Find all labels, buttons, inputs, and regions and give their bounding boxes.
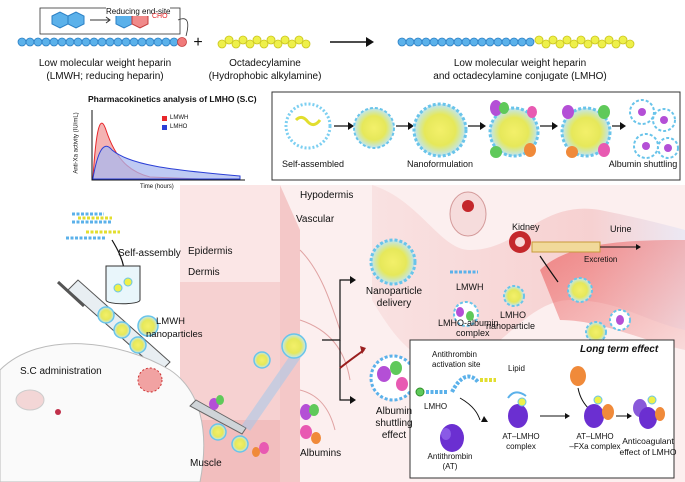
lmho-caption-1: Low molecular weight heparin [453,58,587,69]
arrow-right-icon [330,37,374,47]
long-term-box [409,339,675,479]
octadecylamine-chain [217,35,311,49]
at-lmho-label-1: AT–LMHO [502,432,540,441]
fxa-icon [570,366,586,386]
lmwh-caption-1: Low molecular weight heparin [38,58,172,69]
antithrombin-site-label-1: Antithrombin [432,350,477,359]
lipid-label: Lipid [508,364,525,373]
anticoagulant-label-1: Anticoagulant [622,436,674,446]
excretion-label: Excretion [584,255,618,264]
lmwh-nanoparticles-label-2: nanoparticles [146,329,203,340]
albumin-shuttling-label-2: shuttling [375,418,413,429]
plus-sign: + [193,34,203,51]
np-albumin-2 [560,105,612,158]
lmho-label: LMHO [424,402,448,411]
kidney-label: Kidney [512,222,540,232]
muscle-nanoparticles [209,333,307,457]
step-nanoformulation: Nanoformulation [406,159,474,169]
lmwh-nanoparticles-label-1: LMWH [156,316,186,327]
albumins-cluster [300,404,321,444]
anticoagulant-label-2: effect of LMHO [619,447,677,457]
pk-xlabel: Time (hours) [140,184,174,190]
muscle-label: Muscle [190,458,222,469]
np-self-assembled [284,102,332,150]
nanoparticle-delivery-np [369,238,417,286]
kidney-icon [509,231,641,253]
at-lmho-complex [507,391,528,428]
nanoparticle-delivery-label-1: Nanoparticle [365,286,423,297]
np-small [353,107,395,149]
long-term-effect-title: Long term effect [580,344,659,355]
dermis-label: Dermis [188,267,220,278]
step-albumin-shuttling: Albumin shuttling [608,159,678,169]
legend-swatch-lmwh [162,116,167,121]
lmho-nanoparticle-label-2: nanoparticle [486,321,536,331]
at-lmho-label-2: complex [506,442,536,451]
np-nanoformulation [412,102,468,158]
reducing-end-label: Reducing end-site [106,7,171,16]
human-figure [449,191,487,237]
lmwh-caption-2: (LMWH; reducing heparin) [46,71,164,82]
rat-illustration [0,343,205,482]
pk-chart [91,110,245,181]
nanoparticle-delivery-label-2: delivery [376,298,412,309]
at-lmho-fxa-label-2: –FXa complex [569,442,621,451]
lmwh-vascular-label: LMWH [456,282,484,292]
octa-chains-small [78,216,120,234]
octadecylamine-caption-2: (Hydrophobic alkylamine) [208,71,322,82]
antithrombin-label-2: (AT) [442,462,458,471]
albumin-shuttling-label-1: Albumin [375,406,413,417]
antithrombin-icon [440,424,464,452]
vascular-label: Vascular [296,214,335,225]
antithrombin-site-label-2: activation site [432,360,481,369]
at-lmho-fxa-complex [584,395,614,428]
epidermis-label: Epidermis [188,246,233,257]
at-lmho-fxa-label-1: AT–LMHO [576,432,614,441]
albumin-complexes [629,99,679,159]
lmwh-chain [17,37,187,47]
self-assembly-label: Self-assembly [118,248,181,259]
lmho-nanoparticle-label-1: LMHO [500,310,527,320]
legend-swatch-lmho [162,125,167,130]
lmwh-chains-small [66,212,112,240]
cho-label: CHO [152,13,168,20]
syringe-nanoparticles [97,306,159,354]
np-albumin-1 [488,100,540,158]
octadecylamine-caption-1: Octadecylamine [229,58,301,69]
step-self-assembled: Self-assembled [281,159,345,169]
delivery-arrows [322,279,354,401]
pk-legend-lmho: LMHO [170,124,188,130]
beaker [105,265,141,305]
albumins-label: Albumins [300,448,342,459]
pk-chart-title: Pharmacokinetics analysis of LMHO (S.C) [88,94,257,104]
lmho-albumin-label-2: complex [456,328,490,338]
process-box [271,91,681,181]
anticoagulant-complexes [633,395,665,429]
lmho-molecule [415,374,496,397]
lmho-caption-2: and octadecylamine conjugate (LMHO) [433,71,607,82]
pk-legend-lmwh: LMWH [170,115,189,121]
albumin-shuttling-label-3: effect [381,430,407,441]
skin-tissue-lines [299,249,351,431]
albumin-shuttling-np [369,354,417,402]
sc-administration-label: S.C administration [20,366,102,377]
urine-label: Urine [610,224,632,234]
lmho-albumin-label-1: LMHO-albumin [438,318,499,328]
vascular-nanoparticles [450,270,631,343]
lmho-chain [397,35,635,49]
antithrombin-label-1: Antithrombin [427,452,473,461]
needle [189,347,305,435]
hypodermis-label: Hypodermis [300,190,354,201]
pk-ylabel: Anti-Xa activity (IU/mL) [73,112,80,174]
